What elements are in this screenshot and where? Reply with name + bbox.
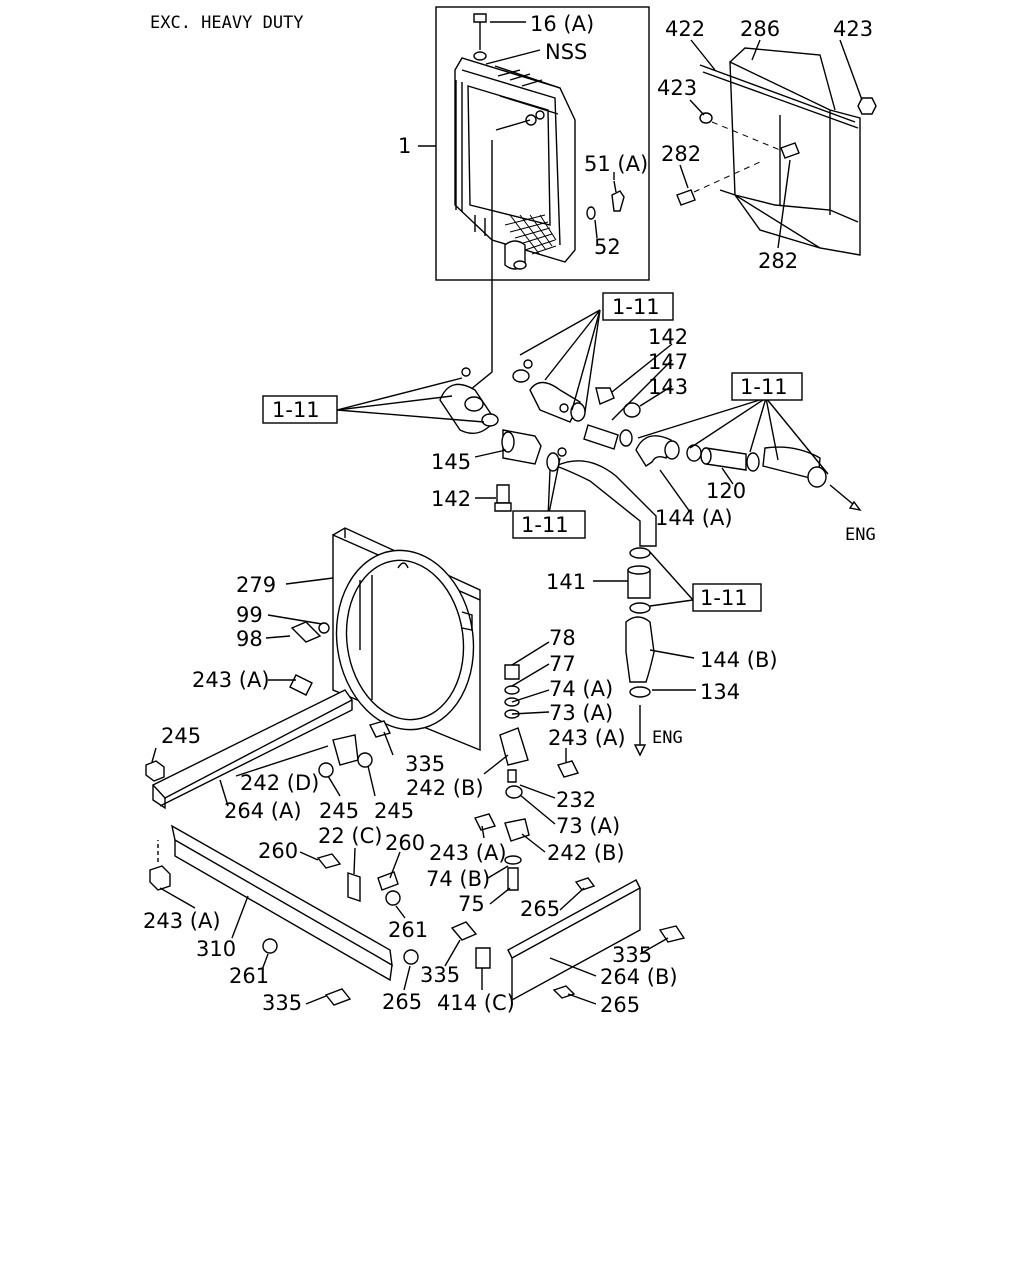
callout: 265 bbox=[600, 993, 640, 1017]
callouts: 16 (A) NSS 1 51 (A) 52 422 286 423 423 2… bbox=[143, 12, 873, 1017]
callout: 52 bbox=[594, 235, 621, 259]
callout: 144 (B) bbox=[700, 648, 778, 672]
callout: 245 bbox=[319, 799, 359, 823]
callout: 242 (B) bbox=[406, 776, 484, 800]
callout: 260 bbox=[385, 831, 425, 855]
callout: 265 bbox=[520, 897, 560, 921]
callout: 143 bbox=[648, 375, 688, 399]
callout: 120 bbox=[706, 479, 746, 503]
callout: 245 bbox=[374, 799, 414, 823]
callout: 282 bbox=[758, 249, 798, 273]
callout: 243 (A) bbox=[143, 909, 221, 933]
callout: 335 bbox=[262, 991, 302, 1015]
callout: 16 (A) bbox=[530, 12, 594, 36]
ref-box-1: 1-11 bbox=[262, 395, 338, 424]
ref-box-4: 1-11 bbox=[512, 510, 586, 539]
callout: 73 (A) bbox=[556, 814, 620, 838]
callout: 422 bbox=[665, 17, 705, 41]
callout: 74 (A) bbox=[549, 677, 613, 701]
eng-label-lower: ENG bbox=[652, 728, 683, 748]
callout: 335 bbox=[612, 943, 652, 967]
callout: 335 bbox=[420, 963, 460, 987]
callout: 144 (A) bbox=[655, 506, 733, 530]
callout: 142 bbox=[648, 325, 688, 349]
radiator-core bbox=[504, 214, 557, 256]
svg-text:1-11: 1-11 bbox=[612, 295, 660, 319]
brackets bbox=[145, 664, 686, 1006]
callout: 261 bbox=[229, 964, 269, 988]
callout: 51 (A) bbox=[584, 152, 648, 176]
callout: 78 bbox=[549, 626, 576, 650]
svg-text:1-11: 1-11 bbox=[740, 375, 788, 399]
fan-shroud-lower bbox=[290, 527, 481, 752]
svg-text:1-11: 1-11 bbox=[521, 513, 569, 537]
fan-shroud-upper bbox=[676, 47, 877, 256]
callout: 264 (B) bbox=[600, 965, 678, 989]
callout: 73 (A) bbox=[549, 701, 613, 725]
callout: 265 bbox=[382, 990, 422, 1014]
ref-box-5: 1-11 bbox=[692, 583, 762, 612]
callout: 282 bbox=[661, 142, 701, 166]
callout: 243 (A) bbox=[548, 726, 626, 750]
callout: 98 bbox=[236, 627, 263, 651]
callout: 414 (C) bbox=[437, 991, 515, 1015]
callout: 243 (A) bbox=[429, 841, 507, 865]
ref-box-3: 1-11 bbox=[731, 372, 803, 401]
svg-text:1-11: 1-11 bbox=[700, 586, 748, 610]
eng-label-upper: ENG bbox=[845, 525, 876, 545]
callout: 286 bbox=[740, 17, 780, 41]
callout: 141 bbox=[546, 570, 586, 594]
callout: 145 bbox=[431, 450, 471, 474]
callout: 242 (D) bbox=[240, 771, 319, 795]
callout: 261 bbox=[388, 918, 428, 942]
callout: 242 (B) bbox=[547, 841, 625, 865]
callout: 423 bbox=[833, 17, 873, 41]
callout: 264 (A) bbox=[224, 799, 302, 823]
callout: 75 bbox=[458, 892, 485, 916]
callout: 1 bbox=[398, 134, 411, 158]
callout: 260 bbox=[258, 839, 298, 863]
diagram-header: EXC. HEAVY DUTY bbox=[150, 13, 304, 33]
radiator-assembly bbox=[435, 6, 650, 281]
callout: 279 bbox=[236, 573, 276, 597]
callout: 22 (C) bbox=[318, 824, 382, 848]
callout: 142 bbox=[431, 487, 471, 511]
callout: 232 bbox=[556, 788, 596, 812]
callout: 77 bbox=[549, 652, 576, 676]
callout: 134 bbox=[700, 680, 740, 704]
callout: 335 bbox=[405, 752, 445, 776]
callout: 310 bbox=[196, 937, 236, 961]
hose-system bbox=[439, 119, 862, 757]
callout: NSS bbox=[545, 40, 587, 64]
callout: 147 bbox=[648, 350, 688, 374]
callout: 423 bbox=[657, 76, 697, 100]
callout: 243 (A) bbox=[192, 668, 270, 692]
ref-box-2: 1-11 bbox=[602, 292, 674, 321]
callout: 245 bbox=[161, 724, 201, 748]
callout: 99 bbox=[236, 603, 263, 627]
svg-text:1-11: 1-11 bbox=[272, 398, 320, 422]
callout: 74 (B) bbox=[426, 867, 490, 891]
